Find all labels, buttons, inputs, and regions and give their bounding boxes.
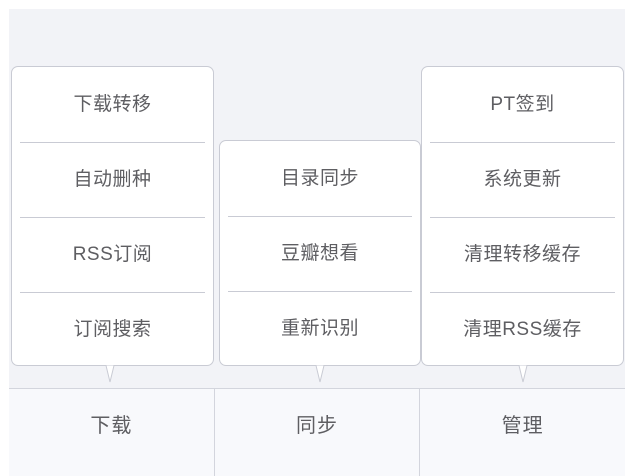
popover-area: 下载转移 自动删种 RSS订阅 订阅搜索 目录同步 豆瓣想看 重新识别 (9, 9, 625, 388)
menu-item[interactable]: 重新识别 (220, 291, 420, 366)
popover-manage-menu[interactable]: PT签到 系统更新 清理转移缓存 清理RSS缓存 (421, 66, 624, 366)
menu-item-label: 自动删种 (73, 169, 152, 190)
menu-item[interactable]: 系统更新 (422, 142, 623, 217)
popover-caret-down-icon (505, 365, 541, 384)
tab-manage[interactable]: 管理 (419, 389, 625, 476)
bottom-tab-bar: 下载 同步 管理 (9, 388, 625, 476)
menu-item-label: PT签到 (490, 94, 555, 115)
menu-item-label: 下载转移 (73, 94, 152, 115)
menu-item[interactable]: 订阅搜索 (12, 292, 213, 367)
menu-item[interactable]: 下载转移 (12, 67, 213, 142)
popover-caret-down-icon (302, 365, 338, 384)
popover-sync-menu[interactable]: 目录同步 豆瓣想看 重新识别 (219, 140, 421, 366)
tab-label: 管理 (501, 414, 544, 437)
popover-download-menu[interactable]: 下载转移 自动删种 RSS订阅 订阅搜索 (11, 66, 214, 366)
menu-item[interactable]: 清理RSS缓存 (422, 292, 623, 367)
popover-caret-down-icon (92, 365, 128, 384)
tab-label: 同步 (296, 414, 338, 437)
menu-item-label: 豆瓣想看 (280, 243, 359, 264)
menu-item-label: 重新识别 (280, 318, 359, 339)
menu-item[interactable]: RSS订阅 (12, 217, 213, 292)
menu-item[interactable]: 自动删种 (12, 142, 213, 217)
menu-item[interactable]: PT签到 (422, 67, 623, 142)
menu-item-label: 订阅搜索 (73, 319, 152, 340)
menu-item-label: 系统更新 (483, 169, 562, 190)
tab-label: 下载 (90, 414, 133, 437)
tab-sync[interactable]: 同步 (213, 389, 420, 476)
menu-item[interactable]: 豆瓣想看 (220, 216, 420, 291)
app-frame: 下载转移 自动删种 RSS订阅 订阅搜索 目录同步 豆瓣想看 重新识别 (9, 9, 625, 476)
menu-item[interactable]: 目录同步 (220, 141, 420, 216)
menu-item-label: 清理RSS缓存 (463, 319, 582, 340)
menu-item-label: 清理转移缓存 (463, 244, 581, 265)
tab-download[interactable]: 下载 (9, 389, 214, 476)
menu-item[interactable]: 清理转移缓存 (422, 217, 623, 292)
menu-item-label: 目录同步 (280, 168, 359, 189)
menu-item-label: RSS订阅 (72, 244, 153, 265)
